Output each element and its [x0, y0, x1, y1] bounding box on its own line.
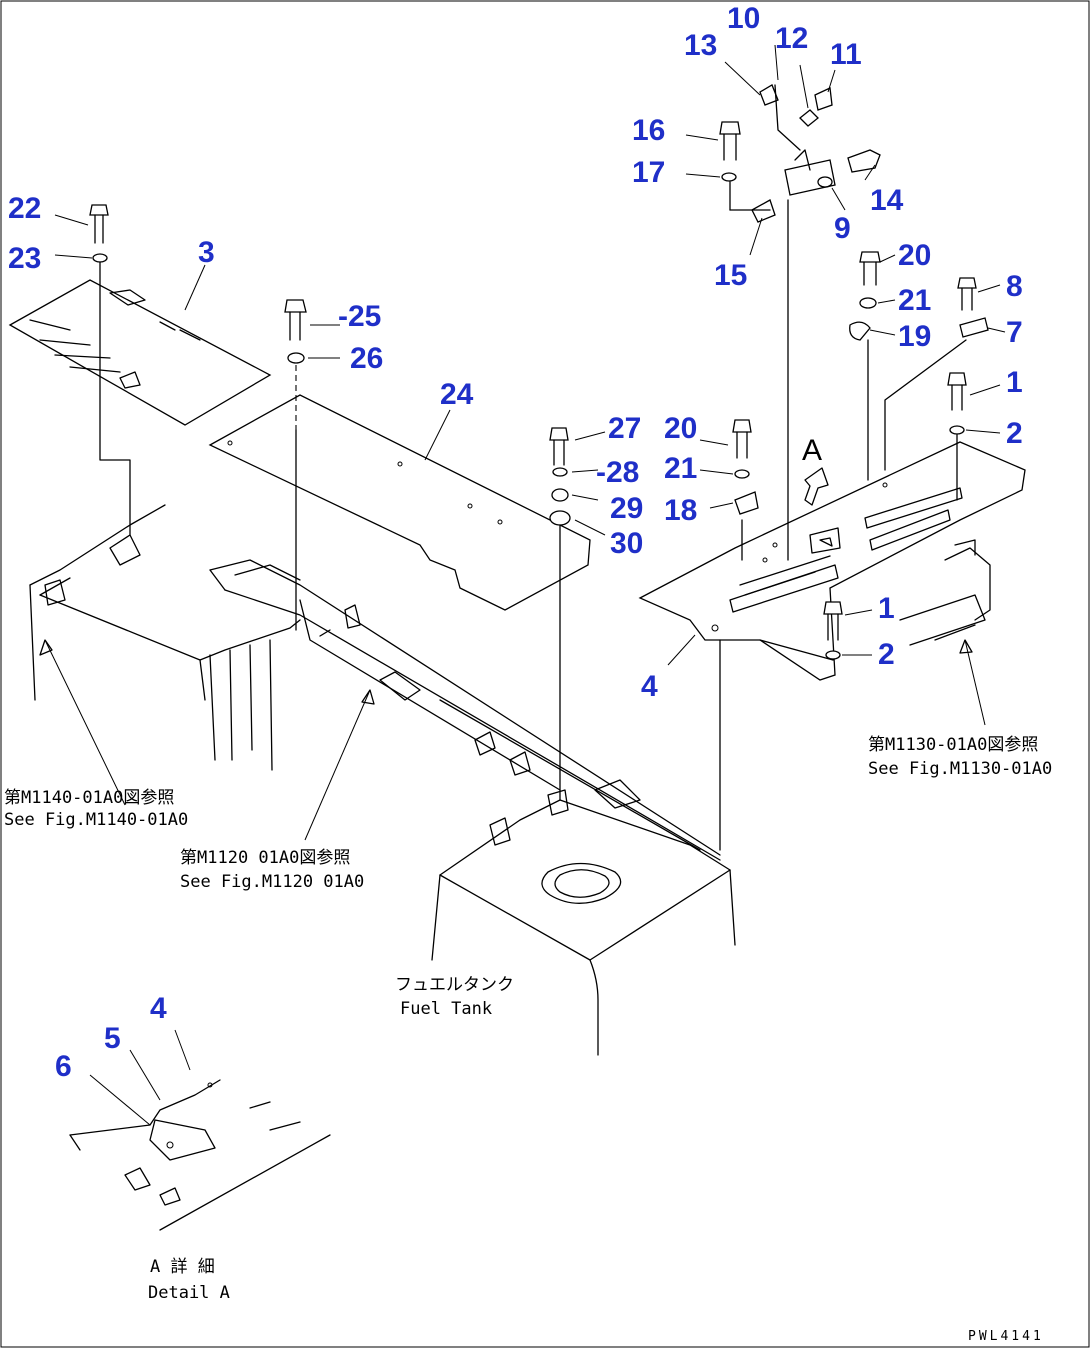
ref-m1130-jp: 第M1130-01A0図参照 [868, 735, 1038, 755]
detail-a-title-jp: A 詳 細 [150, 1257, 215, 1277]
callout-7: 7 [1006, 316, 1023, 349]
callout-21-middle: 21 [664, 452, 697, 485]
callout-24: 24 [440, 378, 474, 411]
callout-1-upper: 1 [1006, 366, 1023, 399]
fuel-tank-label-jp: フュエルタンク [395, 975, 514, 995]
fasteners [89, 84, 989, 660]
callout-2-lower: 2 [878, 638, 895, 671]
ref-m1120-en: See Fig.M1120 01A0 [180, 872, 364, 892]
callout-19: 19 [898, 320, 931, 353]
callout-17: 17 [632, 156, 665, 189]
callout-25: -25 [338, 300, 381, 333]
ref-m1120-jp: 第M1120 01A0図参照 [180, 848, 350, 868]
callout-3: 3 [198, 236, 215, 269]
callout-6: 6 [55, 1050, 72, 1083]
callout-16: 16 [632, 114, 665, 147]
callout-26: 26 [350, 342, 383, 375]
callout-14: 14 [870, 184, 904, 217]
callout-4-detail: 4 [150, 992, 167, 1025]
callout-13: 13 [684, 29, 717, 62]
callout-30: 30 [610, 527, 643, 560]
callout-10: 10 [727, 2, 760, 35]
left-frame-structure [29, 504, 721, 861]
callout-27: 27 [608, 412, 641, 445]
reference-labels: A 第M1140-01A0図参照 See Fig.M1140-01A0 第M11… [4, 434, 1052, 1344]
callout-21-right: 21 [898, 284, 931, 317]
callout-4-main: 4 [641, 670, 658, 703]
callout-18: 18 [664, 494, 697, 527]
ref-m1140-en: See Fig.M1140-01A0 [4, 810, 188, 830]
callout-9: 9 [834, 212, 851, 245]
callout-numbers: 22 23 3 -25 26 24 27 -28 29 30 20 21 18 … [8, 2, 1023, 1083]
callout-12: 12 [775, 22, 808, 55]
drawing-code: PWL4141 [968, 1329, 1044, 1344]
right-frame-structure [899, 539, 991, 646]
callout-20-middle: 20 [664, 412, 697, 445]
callout-1-lower: 1 [878, 592, 895, 625]
leader-lines [39, 44, 1006, 1126]
callout-29: 29 [610, 492, 643, 525]
ref-m1130-en: See Fig.M1130-01A0 [868, 759, 1052, 779]
view-a-marker: A [802, 434, 822, 467]
callout-23: 23 [8, 242, 41, 275]
ref-m1140-jp: 第M1140-01A0図参照 [4, 788, 174, 808]
callout-15: 15 [714, 259, 747, 292]
callout-28: -28 [596, 456, 639, 489]
part-4-floor-plate [638, 441, 1026, 681]
callout-11: 11 [830, 38, 862, 71]
part-24-long-plate [208, 394, 591, 611]
callout-22: 22 [8, 192, 41, 225]
callout-5: 5 [104, 1022, 121, 1055]
detail-a-title-en: Detail A [148, 1283, 230, 1303]
fuel-tank-label-en: Fuel Tank [400, 999, 492, 1019]
callout-20-right: 20 [898, 239, 931, 272]
detail-a-view [69, 1079, 331, 1231]
callout-2-upper: 2 [1006, 417, 1023, 450]
callout-8: 8 [1006, 270, 1023, 303]
part-3-cover-plate [8, 279, 272, 426]
